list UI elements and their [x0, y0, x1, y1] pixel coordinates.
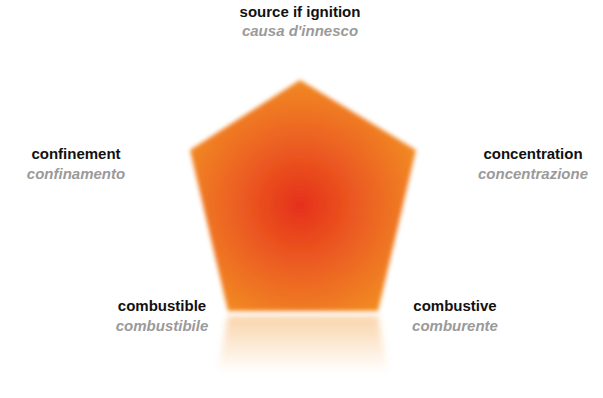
italian-label: causa d'innesco	[242, 22, 358, 40]
italian-label: comburente	[412, 317, 498, 335]
english-label: concentration	[483, 145, 582, 163]
reflection	[218, 316, 388, 372]
english-label: source if ignition	[240, 3, 361, 21]
italian-label: confinamento	[27, 165, 125, 183]
italian-label: concentrazione	[478, 165, 588, 183]
pentagon	[190, 80, 416, 311]
english-label: combustible	[118, 297, 206, 315]
english-label: combustive	[413, 297, 496, 315]
english-label: confinement	[31, 145, 120, 163]
italian-label: combustibile	[116, 317, 209, 335]
